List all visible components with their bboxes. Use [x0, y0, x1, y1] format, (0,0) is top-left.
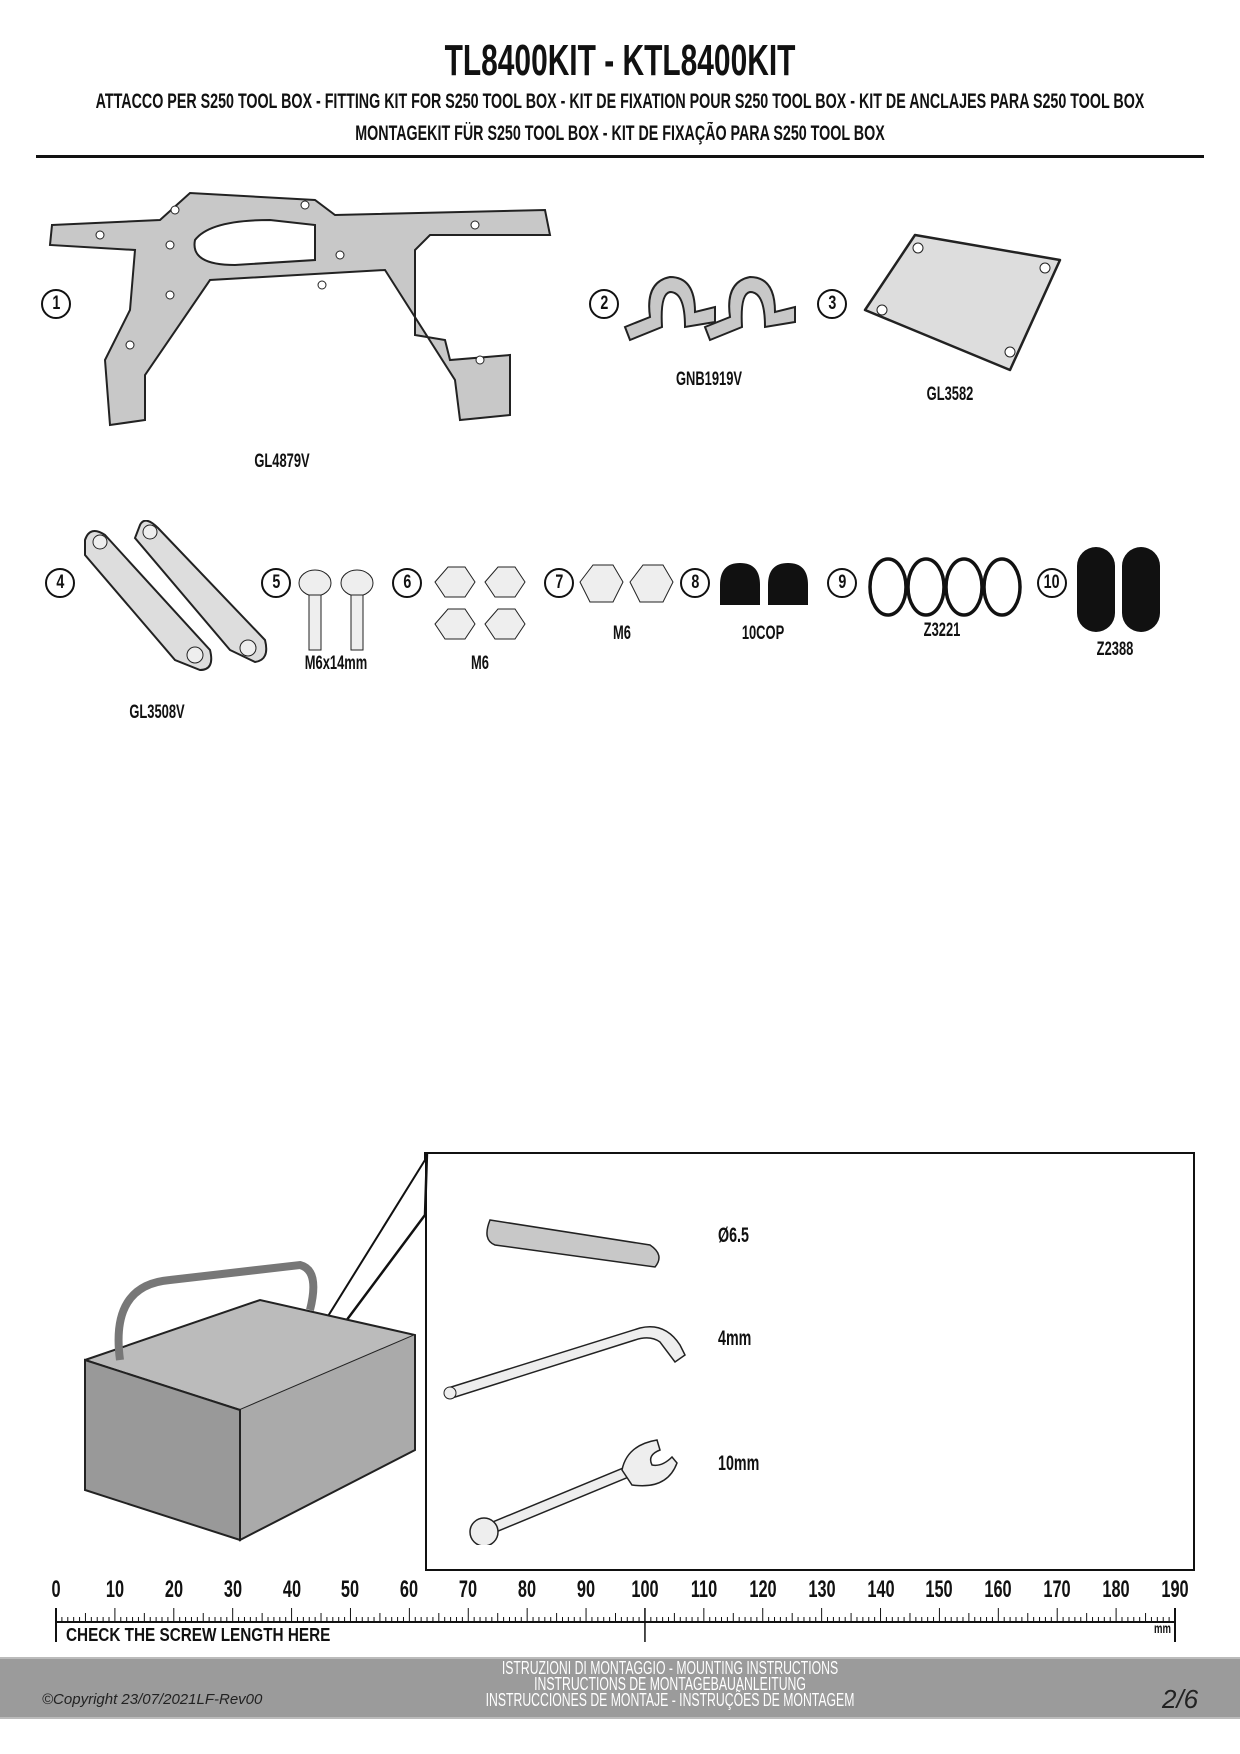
required-tools-panel: [425, 1152, 1195, 1571]
part-code-9: Z3221: [923, 620, 961, 641]
subtitle-line1: ATTACCO PER S250 TOOL BOX - FITTING KIT …: [95, 90, 1145, 113]
part-code-4: GL3508V: [129, 702, 185, 723]
part-number-2: 2: [589, 289, 619, 319]
part-number-6: 6: [392, 568, 422, 598]
ruler-tick-label: 180: [1102, 1576, 1130, 1603]
ruler-tick-label: 170: [1043, 1576, 1071, 1603]
ruler-tick-label: 80: [518, 1576, 537, 1603]
ruler-tick-label: 30: [223, 1576, 242, 1603]
screws-illustration: [298, 569, 374, 651]
part-code-2: GNB1919V: [675, 369, 743, 390]
part-number-5: 5: [261, 568, 291, 598]
tool-label-drill: Ø6.5: [718, 1224, 749, 1247]
footer-line1: ISTRUZIONI DI MONTAGGIO - MOUNTING INSTR…: [501, 1658, 839, 1678]
ruler-tick-label: 0: [51, 1576, 61, 1603]
spacer-bars-illustration: [84, 520, 268, 672]
part-code-1: GL4879V: [254, 451, 310, 472]
ruler-tick-label: 110: [690, 1576, 717, 1603]
part-number-1: 1: [41, 289, 71, 319]
tool-label-wrench: 10mm: [718, 1452, 760, 1475]
footer-band: [0, 1657, 1240, 1719]
flange-nuts-illustration: [434, 566, 526, 640]
ruler-tick-label: 20: [164, 1576, 183, 1603]
ruler-tick-label: 150: [925, 1576, 954, 1603]
cap-nuts-illustration: [720, 563, 808, 605]
ruler-tick-label: 190: [1161, 1576, 1189, 1603]
bracket-plate-illustration: [48, 191, 552, 427]
wrench-icon: [469, 1439, 678, 1545]
ruler-tick-label: 40: [282, 1576, 301, 1603]
ruler-tick-label: 120: [749, 1576, 777, 1603]
measurement-ruler: [55, 1608, 1176, 1642]
rubber-pads-illustration: [1077, 547, 1160, 632]
ruler-caption: CHECK THE SCREW LENGTH HERE: [66, 1625, 331, 1645]
page-number: 2/6: [1162, 1684, 1199, 1714]
ruler-tick-label: 130: [808, 1576, 836, 1603]
footer-line3: INSTRUCCIONES DE MONTAJE - INSTRUÇÕES DE…: [485, 1690, 855, 1710]
copyright: ©Copyright 23/07/2021LF-Rev00: [42, 1691, 263, 1708]
ruler-tick-label: 100: [631, 1576, 659, 1603]
part-code-7: M6: [613, 623, 631, 644]
part-number-8: 8: [680, 568, 710, 598]
ruler-tick-label: 10: [105, 1576, 124, 1603]
part-code-8: 10COP: [741, 623, 785, 644]
ruler-tick-label: 160: [984, 1576, 1012, 1603]
ruler-tick-label: 60: [400, 1576, 419, 1603]
part-number-9: 9: [827, 568, 857, 598]
part-code-6: M6: [471, 653, 489, 674]
part-code-5: M6x14mm: [304, 653, 368, 674]
drill-bit-icon: [486, 1219, 660, 1268]
page-title: TL8400KIT - KTL8400KIT: [444, 36, 796, 85]
ruler-tick-label: 70: [459, 1576, 478, 1603]
rubber-plate-illustration: [863, 233, 1062, 372]
o-rings-illustration: [868, 557, 1022, 617]
part-code-10: Z2388: [1096, 639, 1134, 660]
part-number-4: 4: [45, 568, 75, 598]
subtitle-line2: MONTAGEKIT FÜR S250 TOOL BOX - KIT DE FI…: [355, 122, 885, 145]
part-number-7: 7: [544, 568, 574, 598]
toolbox-illustration: [84, 1151, 429, 1542]
ruler-tick-label: 50: [341, 1576, 360, 1603]
tool-label-hex-key: 4mm: [718, 1327, 752, 1350]
header-divider: [36, 155, 1204, 158]
part-number-3: 3: [817, 289, 847, 319]
clamp-illustration: [623, 275, 796, 342]
part-number-10: 10: [1037, 568, 1067, 598]
footer-line2: INSTRUCTIONS DE MONTAGEBAUANLEITUNG: [534, 1674, 806, 1694]
ruler-unit: mm: [1153, 1620, 1171, 1636]
ruler-tick-label: 90: [576, 1576, 596, 1603]
hex-key-icon: [443, 1326, 686, 1400]
ruler-tick-label: 140: [866, 1576, 895, 1603]
nuts-illustration: [579, 564, 674, 603]
part-code-3: GL3582: [926, 384, 974, 405]
